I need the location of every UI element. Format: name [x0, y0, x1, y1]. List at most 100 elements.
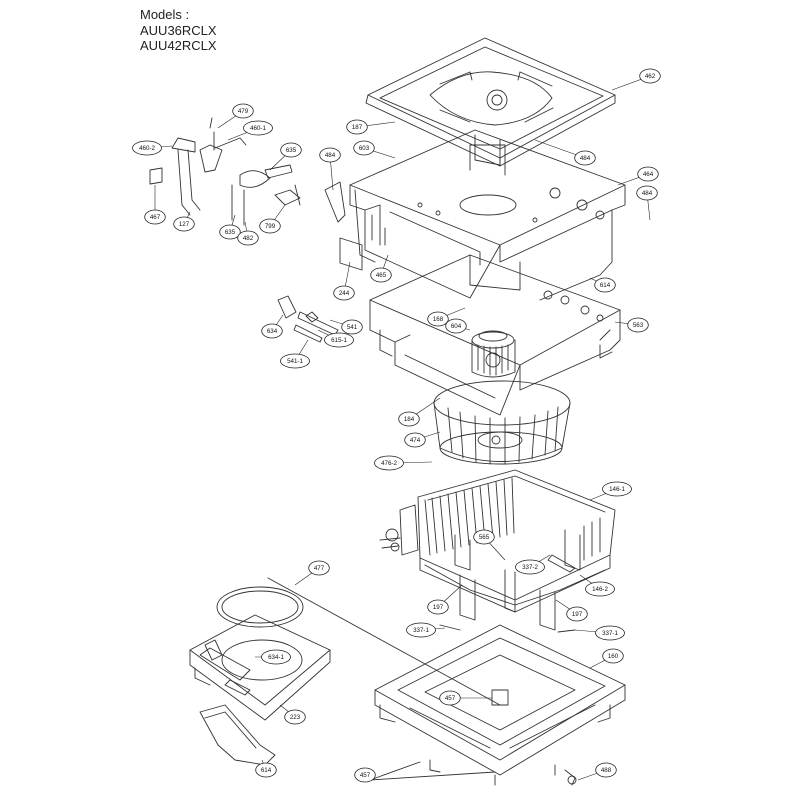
callout-634: 634: [261, 314, 284, 339]
callout-bubble: [341, 319, 363, 335]
part-number-label: 187: [352, 124, 363, 131]
callout-460-1: 460-1: [227, 120, 273, 141]
part-number-label: 484: [325, 152, 336, 159]
callout-bubble: [636, 185, 658, 201]
callout-541: 541: [329, 319, 363, 335]
callout-bubble: [173, 216, 195, 232]
callout-337-1b: 337-1: [574, 625, 625, 641]
callout-541-1: 541-1: [280, 339, 310, 369]
callout-799: 799: [259, 204, 286, 234]
cabinet-box: [324, 129, 626, 301]
part-number-label: 474: [410, 437, 421, 444]
callout-457b: 457: [354, 767, 376, 783]
callout-479: 479: [217, 103, 254, 129]
part-number-label: 168: [433, 316, 444, 323]
part-number-label: 477: [314, 565, 325, 572]
callout-160: 160: [589, 648, 624, 669]
part-number-label: 184: [404, 416, 415, 423]
part-number-label: 464: [643, 171, 654, 178]
callout-457a: 457: [439, 690, 492, 706]
callout-bubble: [132, 140, 162, 156]
part-number-label: 457: [360, 772, 371, 779]
part-number-label: 488: [601, 767, 612, 774]
callout-bubble: [219, 224, 241, 240]
part-number-label: 614: [600, 282, 611, 289]
models-heading: Models :: [140, 7, 190, 22]
part-number-label: 634: [267, 328, 278, 335]
callout-bubble: [354, 767, 376, 783]
callout-484c: 484: [636, 185, 658, 221]
part-number-label: 604: [451, 323, 462, 330]
callout-184: 184: [398, 397, 441, 427]
callout-482: 482: [237, 221, 259, 246]
panel-cover: [199, 704, 276, 766]
part-number-label: 614: [261, 767, 272, 774]
callout-488: 488: [577, 762, 617, 781]
callout-146-2: 146-2: [579, 574, 615, 597]
part-number-label: 482: [243, 235, 254, 242]
callout-bubble: [261, 323, 283, 339]
callout-bubble: [370, 267, 392, 283]
callout-474: 474: [404, 431, 441, 448]
callout-bubble: [398, 411, 420, 427]
fan-motor: [471, 330, 516, 378]
callout-bubble: [595, 762, 617, 778]
callout-bubble: [637, 166, 659, 182]
part-number-label: 127: [179, 221, 190, 228]
callout-223: 223: [279, 704, 306, 725]
part-number-label: 457: [445, 695, 456, 702]
callout-bubble: [144, 209, 166, 225]
callout-337-2: 337-2: [515, 554, 551, 575]
callout-460-2: 460-2: [132, 140, 173, 156]
callout-bubble: [319, 147, 341, 163]
callout-bubble: [602, 481, 632, 497]
callout-bubble: [243, 120, 273, 136]
callout-127: 127: [173, 211, 195, 232]
part-number-label: 565: [479, 534, 490, 541]
callout-467: 467: [144, 185, 166, 225]
callout-bubble: [602, 648, 624, 664]
callout-563: 563: [614, 317, 649, 333]
callout-bubble: [346, 119, 368, 135]
part-number-label: 462: [645, 73, 656, 80]
part-number-label: 634-1: [268, 654, 284, 661]
callout-bubble: [594, 277, 616, 293]
callout-bubble: [585, 581, 615, 597]
callout-bubble: [627, 317, 649, 333]
callout-bubble: [324, 332, 354, 348]
part-number-label: 197: [433, 604, 444, 611]
part-number-label: 337-1: [413, 627, 429, 634]
callout-bubble: [280, 353, 310, 369]
turbo-fan: [433, 380, 571, 465]
callout-bubble: [404, 432, 426, 448]
callout-197b: 197: [555, 599, 588, 622]
part-number-label: 479: [238, 108, 249, 115]
callout-bubble: [439, 690, 461, 706]
callout-614: 614: [589, 277, 616, 293]
callout-465: 465: [370, 254, 392, 283]
part-number-label: 337-2: [522, 564, 538, 571]
callout-bubble: [237, 230, 259, 246]
part-number-label: 476-2: [381, 460, 397, 467]
callout-bubble: [374, 455, 404, 471]
part-number-label: 563: [633, 322, 644, 329]
part-number-label: 460-2: [139, 145, 155, 152]
callout-476-2: 476-2: [374, 455, 433, 471]
callout-337-1a: 337-1: [406, 622, 446, 638]
callout-477: 477: [294, 560, 330, 586]
callout-603: 603: [353, 140, 396, 159]
top-cabinet-plate: [365, 37, 616, 167]
part-number-label: 146-1: [609, 486, 625, 493]
part-number-label: 465: [376, 272, 387, 279]
pipe-sub-assembly: [149, 117, 301, 226]
callout-565: 565: [473, 529, 506, 561]
callout-187: 187: [346, 119, 396, 135]
callout-484a: 484: [319, 147, 341, 191]
part-number-label: 541: [347, 324, 358, 331]
part-number-label: 799: [265, 223, 276, 230]
callout-bubble: [284, 709, 306, 725]
part-number-label: 197: [572, 611, 583, 618]
drain-pan: [424, 529, 606, 633]
